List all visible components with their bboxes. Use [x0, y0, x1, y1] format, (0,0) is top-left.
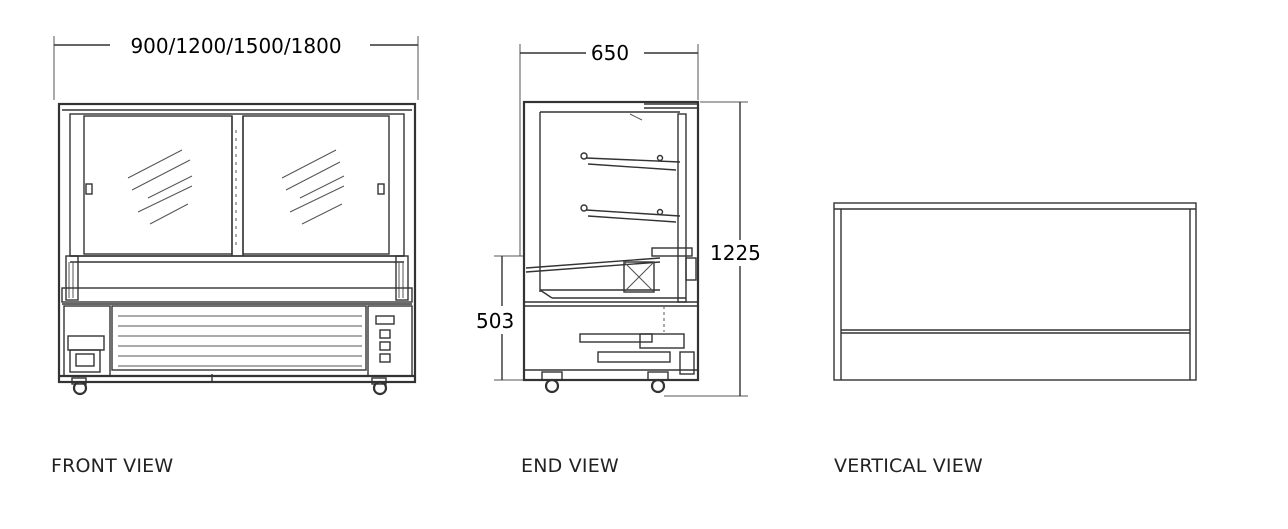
- front-width-dimension: 900/1200/1500/1800: [53, 34, 419, 100]
- vertical-view-label: VERTICAL VIEW: [834, 455, 983, 477]
- end-base-height-dimension: 503: [476, 255, 524, 381]
- end-view-label: END VIEW: [521, 455, 619, 477]
- end-view-drawing: 650 1225 503: [476, 41, 761, 397]
- vertical-view-drawing: [833, 202, 1197, 381]
- end-depth-dimension: 650: [519, 41, 699, 256]
- end-height-label: 1225: [710, 241, 761, 265]
- front-width-label: 900/1200/1500/1800: [130, 34, 341, 58]
- end-base-height-label: 503: [476, 309, 514, 333]
- end-height-dimension: 1225: [664, 101, 761, 397]
- front-view-label: FRONT VIEW: [51, 455, 174, 477]
- front-view-drawing: 900/1200/1500/1800: [53, 34, 419, 396]
- end-depth-label: 650: [591, 41, 629, 65]
